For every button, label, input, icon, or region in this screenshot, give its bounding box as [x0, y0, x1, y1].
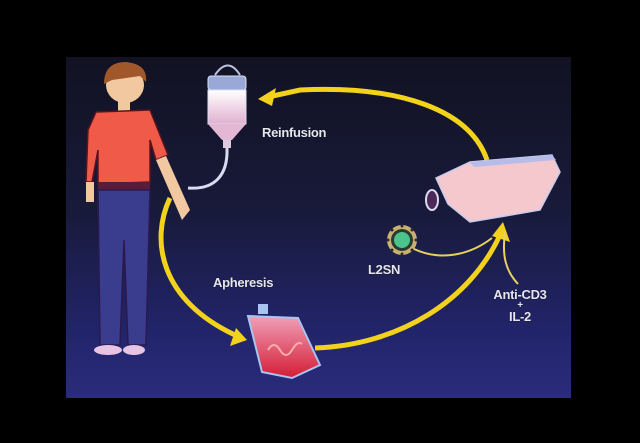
arrow-apheresis-to-culture — [314, 222, 510, 351]
arrow-culture-to-reinfusion — [258, 86, 490, 161]
apheresis-label: Apheresis — [213, 275, 274, 290]
arrow-stimulants-to-culture — [502, 231, 519, 285]
reinfusion-label: Reinfusion — [262, 125, 327, 140]
culture-flask-icon — [425, 154, 561, 223]
l2sn-vector-icon — [386, 224, 418, 256]
apheresis-bag-icon — [246, 304, 322, 380]
l2sn-label: L2SN — [368, 262, 401, 277]
anti-cd3-label: Anti-CD3 — [493, 287, 547, 302]
stimulants-label: Anti-CD3 + IL-2 — [486, 288, 554, 324]
patient-figure — [85, 62, 190, 355]
arrow-patient-to-apheresis — [158, 196, 247, 346]
arrow-vector-to-culture — [411, 237, 493, 257]
reinfusion-bottle-icon — [187, 64, 247, 190]
il2-label: IL-2 — [509, 309, 531, 324]
plus-label: + — [517, 300, 523, 311]
